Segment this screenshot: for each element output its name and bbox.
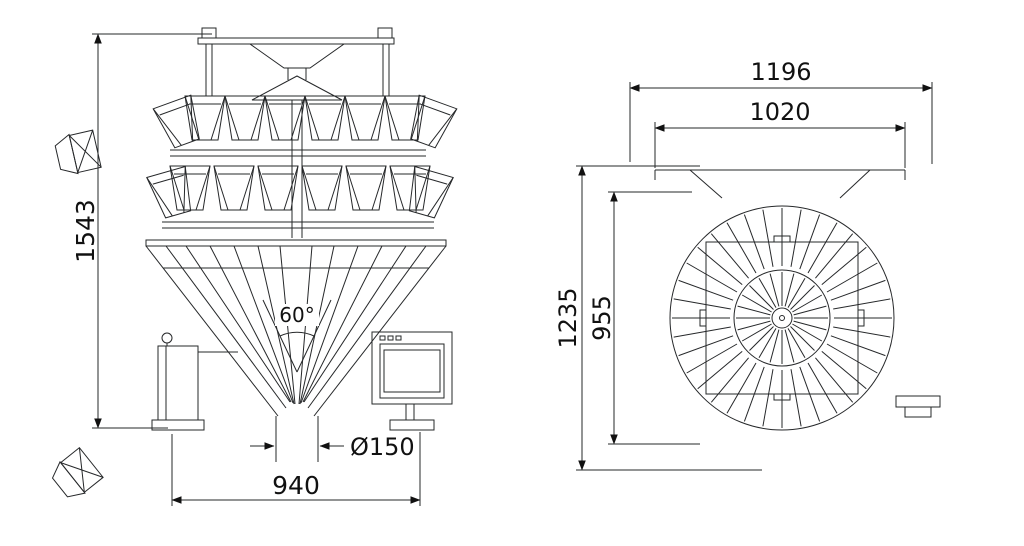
feed-hopper-row bbox=[152, 94, 458, 157]
control-panel bbox=[371, 331, 453, 431]
dimension-overall-width: 1196 bbox=[629, 58, 933, 164]
dispersion-tray-spokes bbox=[672, 208, 892, 428]
top-overall-width-label: 1196 bbox=[750, 58, 811, 86]
weigh-hopper-row bbox=[146, 165, 454, 229]
top-frame-depth-label: 955 bbox=[588, 295, 616, 341]
top-overall-depth-label: 1235 bbox=[554, 287, 582, 348]
discharge-cone bbox=[145, 239, 447, 417]
square-frame bbox=[699, 235, 865, 401]
dimension-frame-width: 1020 bbox=[654, 98, 906, 168]
front-height-dimension-label: 1543 bbox=[71, 199, 100, 263]
top-plan-view: 1196 1020 1235 955 bbox=[47, 58, 941, 504]
platform-edge bbox=[654, 169, 906, 199]
hopper-ring bbox=[47, 128, 895, 504]
front-elevation-view: 1543 bbox=[71, 27, 458, 506]
outlet-tube: Ø150 bbox=[250, 416, 415, 462]
outlet-diameter-label: Ø150 bbox=[350, 433, 415, 461]
dimension-overall-depth: 1235 bbox=[554, 165, 762, 471]
cone-angle-label: 60° bbox=[279, 303, 314, 327]
cone-angle-annotation: 60° bbox=[262, 299, 332, 373]
corner-bracket bbox=[895, 395, 941, 418]
dimension-frame-depth: 955 bbox=[588, 191, 700, 445]
center-cone-spokes bbox=[736, 272, 828, 364]
top-frame-width-label: 1020 bbox=[749, 98, 810, 126]
dimension-base-width: 940 bbox=[171, 432, 421, 506]
dimension-overall-height: 1543 bbox=[71, 33, 212, 429]
side-cabinet bbox=[151, 332, 238, 431]
front-width-dimension-label: 940 bbox=[272, 471, 320, 500]
